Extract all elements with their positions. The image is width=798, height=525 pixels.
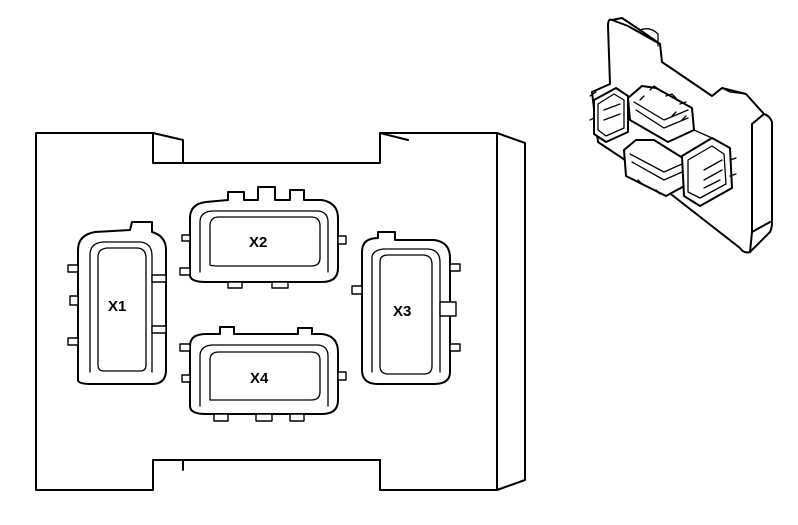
connector-x2: X2: [179, 186, 347, 289]
label-x2: X2: [249, 234, 267, 251]
label-x1: X1: [108, 298, 126, 315]
isometric-module-view: [589, 17, 773, 254]
label-x3: X3: [393, 303, 411, 320]
connector-x3: X3: [351, 231, 461, 385]
label-x4: X4: [250, 370, 269, 387]
connector-x1: X1: [67, 221, 167, 385]
connector-x4: X4: [179, 326, 347, 422]
